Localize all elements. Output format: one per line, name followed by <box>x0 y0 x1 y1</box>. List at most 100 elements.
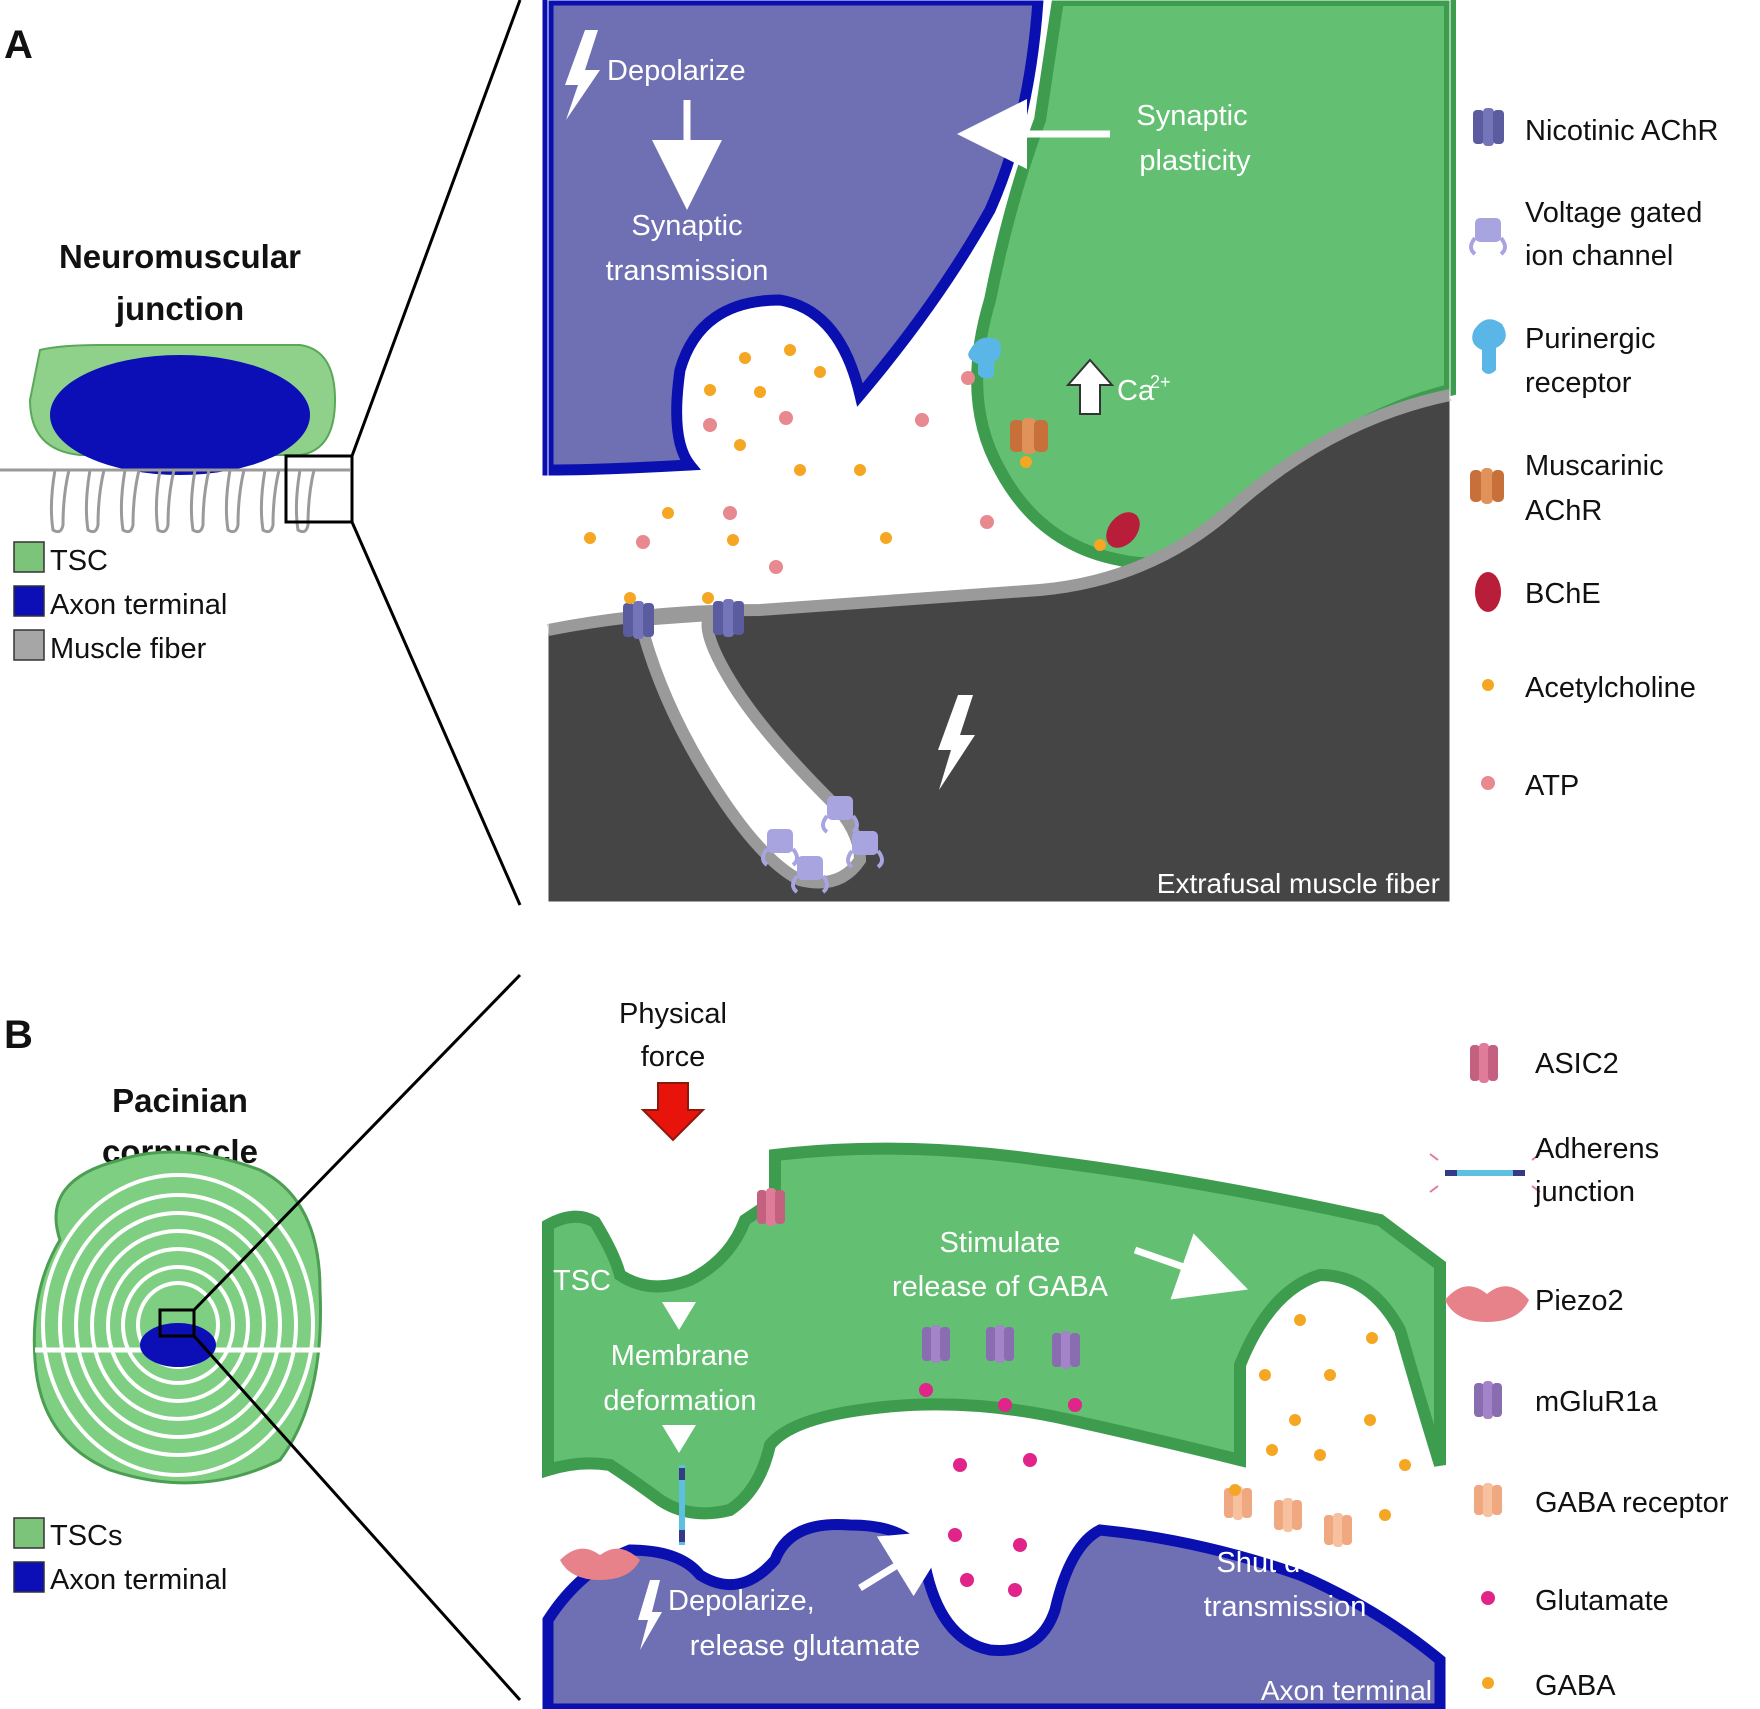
synaptic-plasticity-line2: plasticity <box>1139 145 1251 177</box>
calcium-superscript: 2+ <box>1150 372 1171 392</box>
voltage-gated-channel-icon <box>1469 216 1507 256</box>
legend-swatch-muscle <box>13 629 45 661</box>
right-arrow-icon <box>1133 1233 1249 1300</box>
panel-a-zoom: Extrafusal muscle fiber Depolarize Synap… <box>542 0 1456 903</box>
zoom-box-b <box>158 1308 196 1338</box>
legend-swatch-tscs <box>13 1517 45 1549</box>
legend-vgc-label-2: ion channel <box>1525 240 1673 272</box>
legend-swatch-tsc <box>13 541 45 573</box>
piezo2-icon <box>560 1548 640 1580</box>
muscarinic-achr-icon <box>1470 468 1504 504</box>
legend-glutamate-label: Glutamate <box>1535 1585 1669 1617</box>
asic2-icon <box>1470 1043 1498 1083</box>
lightning-icon <box>938 695 975 790</box>
zoom-line-a-top <box>350 0 522 457</box>
mglur1a-icon <box>1052 1331 1080 1369</box>
stimulate-line1: Stimulate <box>940 1227 1061 1259</box>
extrafusal-muscle-fiber-label: Extrafusal muscle fiber <box>1157 868 1440 899</box>
mglur1a-icon <box>922 1325 950 1363</box>
legend-vgc-label-1: Voltage gated <box>1525 197 1702 229</box>
gaba-dots <box>1229 1314 1411 1521</box>
panel-b-legend: ASIC2 Adherens junction Piezo2 mGluR1a G… <box>1429 1043 1729 1702</box>
down-triangle-icon <box>662 1425 696 1453</box>
glutamate-dot-icon <box>1481 1591 1495 1605</box>
glutamate-dots <box>919 1383 1082 1597</box>
purinergic-receptor-icon <box>1472 319 1506 374</box>
synaptic-plasticity-line1: Synaptic <box>1136 100 1247 132</box>
legend-gaba-receptor-label: GABA receptor <box>1535 1487 1729 1519</box>
adherens-junction-icon <box>679 1465 685 1545</box>
zoom-box-a <box>284 454 354 524</box>
panel-a-legend: Nicotinic AChR Voltage gated ion channel… <box>1469 108 1718 802</box>
legend-swatch-axon-b <box>13 1561 45 1593</box>
adherens-junction-icon <box>1429 1153 1541 1193</box>
purinergic-receptor-icon <box>968 337 1002 379</box>
synaptic-transmission-line1: Synaptic <box>631 210 742 242</box>
synaptic-transmission-line2: transmission <box>606 255 769 287</box>
legend-label-axon: Axon terminal <box>50 589 227 621</box>
stimulate-line2: release of GABA <box>892 1271 1109 1303</box>
lightning-icon <box>638 1580 662 1650</box>
legend-piezo2-label: Piezo2 <box>1535 1285 1624 1317</box>
legend-label-muscle: Muscle fiber <box>50 633 207 665</box>
legend-atp-label: ATP <box>1525 770 1579 802</box>
up-arrow-icon <box>1065 358 1115 415</box>
legend-label-axon-b: Axon terminal <box>50 1564 227 1596</box>
legend-adherens-label-1: Adherens <box>1535 1133 1659 1165</box>
nicotinic-achr-icon <box>713 599 744 637</box>
membrane-line1: Membrane <box>611 1340 750 1372</box>
legend-bche-label: BChE <box>1525 578 1601 610</box>
acetylcholine-dot-icon <box>1482 679 1494 691</box>
legend-asic2-label: ASIC2 <box>1535 1048 1619 1080</box>
zoom-line-b-top <box>192 973 522 1312</box>
depolarize-line2: release glutamate <box>690 1630 921 1662</box>
zoom-line-a-bottom <box>350 521 522 906</box>
shutdown-line1: Shut down <box>1216 1547 1353 1579</box>
shutdown-line2: transmission <box>1204 1591 1367 1623</box>
legend-label-tsc: TSC <box>50 545 108 577</box>
legend-muscarinic-label-1: Muscarinic <box>1525 450 1664 482</box>
gaba-dot-icon <box>1482 1677 1494 1689</box>
legend-acetylcholine-label: Acetylcholine <box>1525 672 1696 704</box>
gaba-receptor-icon <box>1324 1513 1352 1547</box>
down-triangle-icon <box>662 1302 696 1330</box>
asic2-icon <box>757 1188 785 1226</box>
atp-dots <box>636 371 994 574</box>
mglur1a-icon <box>1474 1381 1502 1419</box>
bche-icon <box>1106 512 1140 548</box>
legend-nicotinic-label: Nicotinic AChR <box>1525 115 1718 147</box>
nmj-schematic <box>0 344 354 534</box>
acetylcholine-dots <box>584 344 1106 604</box>
legend-purinergic-label-2: receptor <box>1525 367 1632 399</box>
panel-b-letter: B <box>4 1013 33 1057</box>
depolarize-top-label: Depolarize <box>607 55 746 87</box>
pacinian-corpuscle-schematic <box>32 1150 322 1485</box>
force-arrow-icon <box>640 1082 706 1142</box>
legend-muscarinic-label-2: AChR <box>1525 495 1602 527</box>
panel-b-title-line1: Pacinian <box>112 1082 248 1119</box>
up-right-arrow-icon <box>858 1529 955 1597</box>
mglur1a-icon <box>986 1325 1014 1363</box>
lightning-icon <box>565 30 600 120</box>
depolarize-line1: Depolarize, <box>668 1585 815 1617</box>
zoom-line-b-bottom <box>192 1334 522 1702</box>
piezo2-icon <box>1445 1286 1529 1322</box>
calcium-label: Ca <box>1117 375 1155 407</box>
legend-purinergic-label-1: Purinergic <box>1525 323 1656 355</box>
panel-a-title-line2: junction <box>115 290 244 327</box>
panel-a-letter: A <box>4 23 33 67</box>
nicotinic-achr-icon <box>1473 108 1504 146</box>
panel-a-title-line1: Neuromuscular <box>59 238 301 275</box>
panel-a-mini-legend: TSC Axon terminal Muscle fiber <box>13 541 227 665</box>
membrane-line2: deformation <box>603 1385 756 1417</box>
panel-b-mini-legend: TSCs Axon terminal <box>13 1517 227 1596</box>
physical-force-line2: force <box>641 1041 705 1073</box>
nicotinic-achr-icon <box>623 601 654 639</box>
legend-swatch-axon <box>13 585 45 617</box>
axon-terminal-corner-label: Axon terminal <box>1261 1675 1432 1706</box>
tsc-label: TSC <box>553 1265 611 1297</box>
panel-b-zoom: Axon terminal Physical force TSC Membran… <box>542 998 1446 1709</box>
legend-adherens-label-2: junction <box>1534 1176 1635 1208</box>
legend-label-tscs: TSCs <box>50 1520 123 1552</box>
